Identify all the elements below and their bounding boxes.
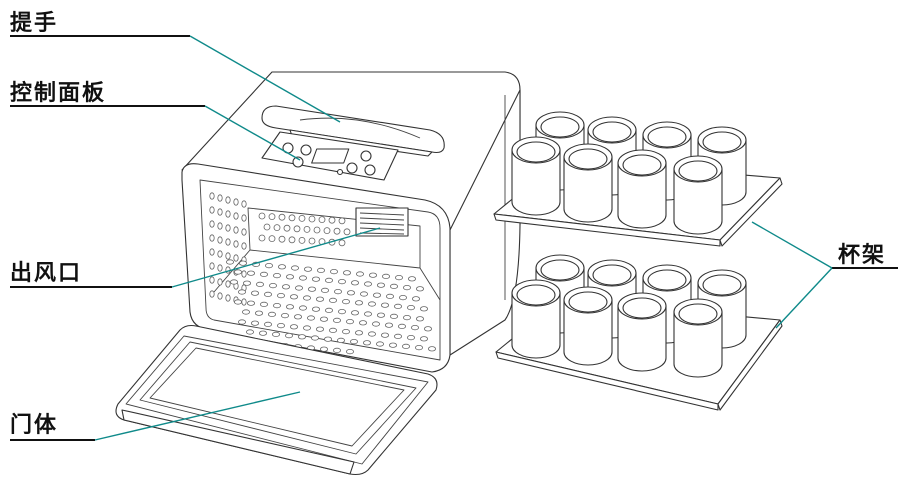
label-handle-text: 提手 <box>10 10 58 36</box>
label-cup-rack: 杯架 <box>752 222 898 328</box>
leader-line-cup-rack-lower <box>776 268 832 328</box>
label-door-text: 门体 <box>10 412 58 438</box>
air-outlet-vent <box>356 208 408 236</box>
label-air-outlet-text: 出风口 <box>10 261 82 286</box>
upper-cup-rack <box>494 112 782 246</box>
label-control-panel-text: 控制面板 <box>10 80 106 106</box>
leader-line-cup-rack-upper <box>752 222 832 268</box>
appliance-body <box>182 72 520 372</box>
label-cup-rack-text: 杯架 <box>838 242 886 268</box>
lower-cup-rack <box>496 255 782 410</box>
